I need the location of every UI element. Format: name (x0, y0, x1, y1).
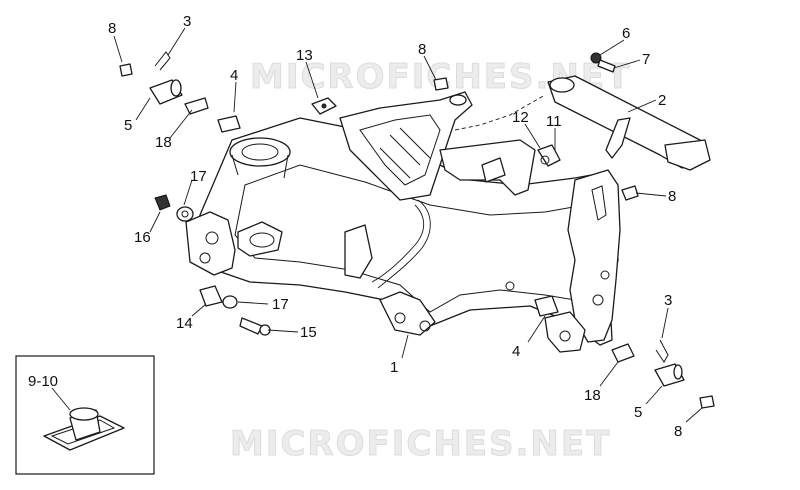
bolt-6-7 (590, 52, 616, 73)
hardware-top-left (119, 51, 241, 133)
callout-8-bottom: 8 (674, 423, 682, 440)
callout-18-bottom: 18 (584, 387, 601, 404)
callout-5-top: 5 (124, 117, 132, 134)
callout-8-topleft: 8 (108, 20, 116, 37)
callout-1: 1 (390, 359, 398, 376)
hardware-left (154, 194, 194, 222)
watermark-top: MICROFICHES.NET (250, 57, 631, 97)
callout-numbers: 8 3 4 5 18 13 8 6 7 2 12 11 17 16 8 17 1… (108, 13, 682, 440)
callout-3-top: 3 (183, 13, 191, 30)
main-frame-part (185, 117, 621, 353)
callout-4-top: 4 (230, 67, 238, 84)
callout-4-bottom: 4 (512, 343, 520, 360)
top-brace (339, 91, 536, 201)
bolt-8-top (433, 77, 449, 91)
callout-17-bottom: 17 (272, 296, 289, 313)
inset-box-9-10: 9-10 (15, 355, 155, 475)
clip-13 (311, 97, 337, 115)
pin-11-12 (537, 144, 561, 167)
callout-6: 6 (622, 25, 630, 42)
watermark-bottom: MICROFICHES.NET (230, 424, 611, 464)
callout-14: 14 (176, 315, 193, 332)
hardware-lower-left (199, 285, 271, 336)
callout-7: 7 (642, 51, 650, 68)
leader-lines (113, 27, 703, 423)
callout-15: 15 (300, 324, 317, 341)
callout-17-top: 17 (190, 168, 207, 185)
callout-11: 11 (546, 113, 562, 130)
callout-16: 16 (134, 229, 151, 246)
hardware-lower-right (534, 185, 715, 409)
callout-5-bottom: 5 (634, 404, 642, 421)
callout-3-bottom: 3 (664, 292, 672, 309)
inset-label: 9-10 (28, 373, 58, 390)
dashed-guide-top (454, 94, 546, 131)
callout-12: 12 (512, 109, 529, 126)
callout-13: 13 (296, 47, 313, 64)
callout-2: 2 (658, 92, 666, 109)
callout-18-top: 18 (155, 134, 172, 151)
side-stand-bracket-part (547, 75, 711, 171)
callout-8-right: 8 (668, 188, 676, 205)
callout-8-topmid: 8 (418, 41, 426, 58)
